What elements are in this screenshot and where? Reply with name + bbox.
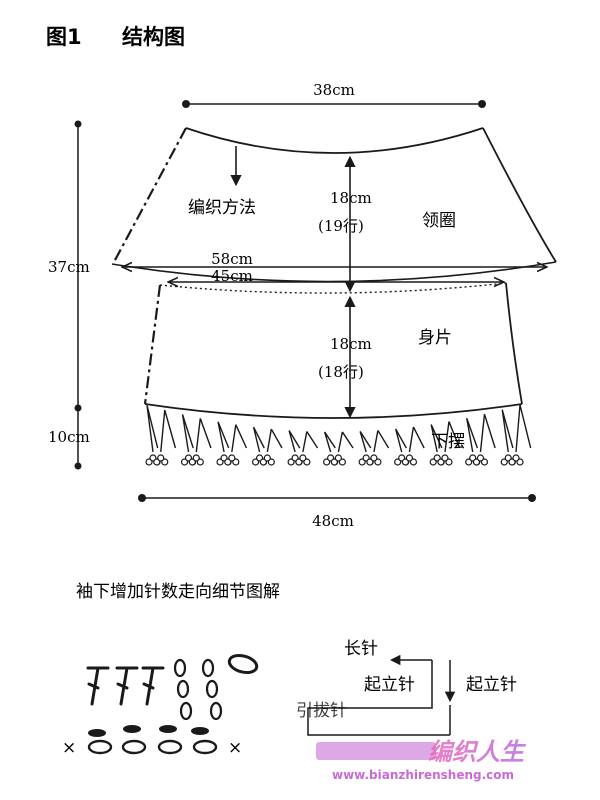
- fringe-strand: [394, 428, 407, 453]
- body-label: 身片: [418, 328, 452, 348]
- fringe-strand: [195, 418, 212, 453]
- total-height-label: 37cm: [48, 258, 90, 276]
- top-width-dimension: 38cm: [182, 81, 486, 108]
- fringe-strand: [217, 421, 230, 453]
- turning-chain-label-1: 起立针: [364, 675, 415, 695]
- fringe-strand: [252, 426, 265, 453]
- fringe-bead: [405, 454, 414, 462]
- fringe-bead: [370, 454, 378, 462]
- fringe-bead: [157, 454, 165, 462]
- fringe-strand: [444, 421, 461, 453]
- fringe-strand: [430, 424, 443, 453]
- bottom-width-label: 48cm: [312, 512, 354, 530]
- outer-width-label: 58cm: [211, 250, 253, 268]
- top-width-label: 38cm: [313, 81, 355, 99]
- x-mark-right: ×: [228, 738, 242, 758]
- slip-stitch-label: 引拔针: [296, 701, 347, 721]
- fringe-strand: [515, 404, 532, 453]
- inner-width-label: 45cm: [211, 267, 253, 285]
- hem-fringe: [145, 404, 532, 466]
- figure-number: 图1: [46, 25, 82, 49]
- fringe-strand: [359, 431, 372, 453]
- x-mark-left: ×: [62, 738, 76, 758]
- fringe-strand: [160, 409, 177, 453]
- fringe-strand: [323, 431, 336, 453]
- total-height-dimension: 37cm 10cm: [48, 120, 90, 470]
- fringe-bead: [512, 454, 520, 462]
- watermark-url: www.bianzhirensheng.com: [332, 768, 514, 782]
- fringe-strand: [146, 404, 159, 453]
- fringe-strand: [302, 431, 319, 453]
- direction-diagram: 长针 起立针 起立针 引拔针: [296, 639, 517, 736]
- outer-width-dimension: 58cm: [122, 250, 547, 268]
- slip-loop-symbol: [227, 653, 259, 675]
- single-crochet-dots: [88, 725, 209, 737]
- long-stitch-label: 长针: [344, 639, 378, 659]
- watermark: 编织人生 www.bianzhirensheng.com: [316, 738, 527, 782]
- fringe-strand: [288, 430, 301, 453]
- fringe-strand: [466, 417, 479, 453]
- double-crochet-symbols: [86, 666, 165, 706]
- bottom-width-dimension: 48cm: [138, 494, 536, 530]
- fringe-bead: [334, 454, 342, 462]
- fringe-strand: [373, 430, 390, 453]
- fringe-bead: [192, 454, 200, 462]
- fringe-strand: [408, 426, 425, 453]
- collar-depth-label: 18cm: [330, 189, 372, 207]
- fringe-strand: [501, 409, 514, 453]
- fringe-bead: [263, 454, 271, 462]
- collar-label: 领圈: [422, 211, 456, 231]
- inner-width-dimension: 45cm: [159, 267, 507, 294]
- watermark-brand: 编织人生: [428, 738, 527, 766]
- fringe-bead: [441, 454, 449, 462]
- body-depth-label: 18cm: [330, 335, 372, 353]
- fringe-strand: [231, 424, 248, 453]
- fringe-strand: [266, 428, 283, 453]
- knit-method-label: 编织方法: [188, 198, 256, 218]
- hem-height-label: 10cm: [48, 428, 90, 446]
- fringe-bead: [476, 454, 485, 462]
- body-piece: 18cm (18行) 身片: [143, 282, 523, 419]
- body-rows-label: (18行): [318, 363, 364, 381]
- fringe-strand: [479, 413, 496, 453]
- collar-rows-label: (19行): [318, 217, 364, 235]
- fringe-strand: [181, 414, 194, 453]
- fringe-bead: [228, 454, 236, 462]
- stitch-chart: × ×: [62, 653, 259, 758]
- collar-piece: 编织方法 18cm (19行) 领圈: [111, 127, 557, 283]
- fringe-bead: [299, 454, 307, 462]
- foundation-chain: [87, 739, 218, 755]
- fringe-strand: [337, 431, 354, 453]
- hem-label: 下摆: [431, 432, 465, 452]
- turning-chain-label-2: 起立针: [466, 675, 517, 695]
- detail-title: 袖下增加针数走向细节图解: [76, 582, 280, 602]
- chain-symbols-upright: [173, 658, 223, 721]
- figure-title: 结构图: [122, 25, 185, 49]
